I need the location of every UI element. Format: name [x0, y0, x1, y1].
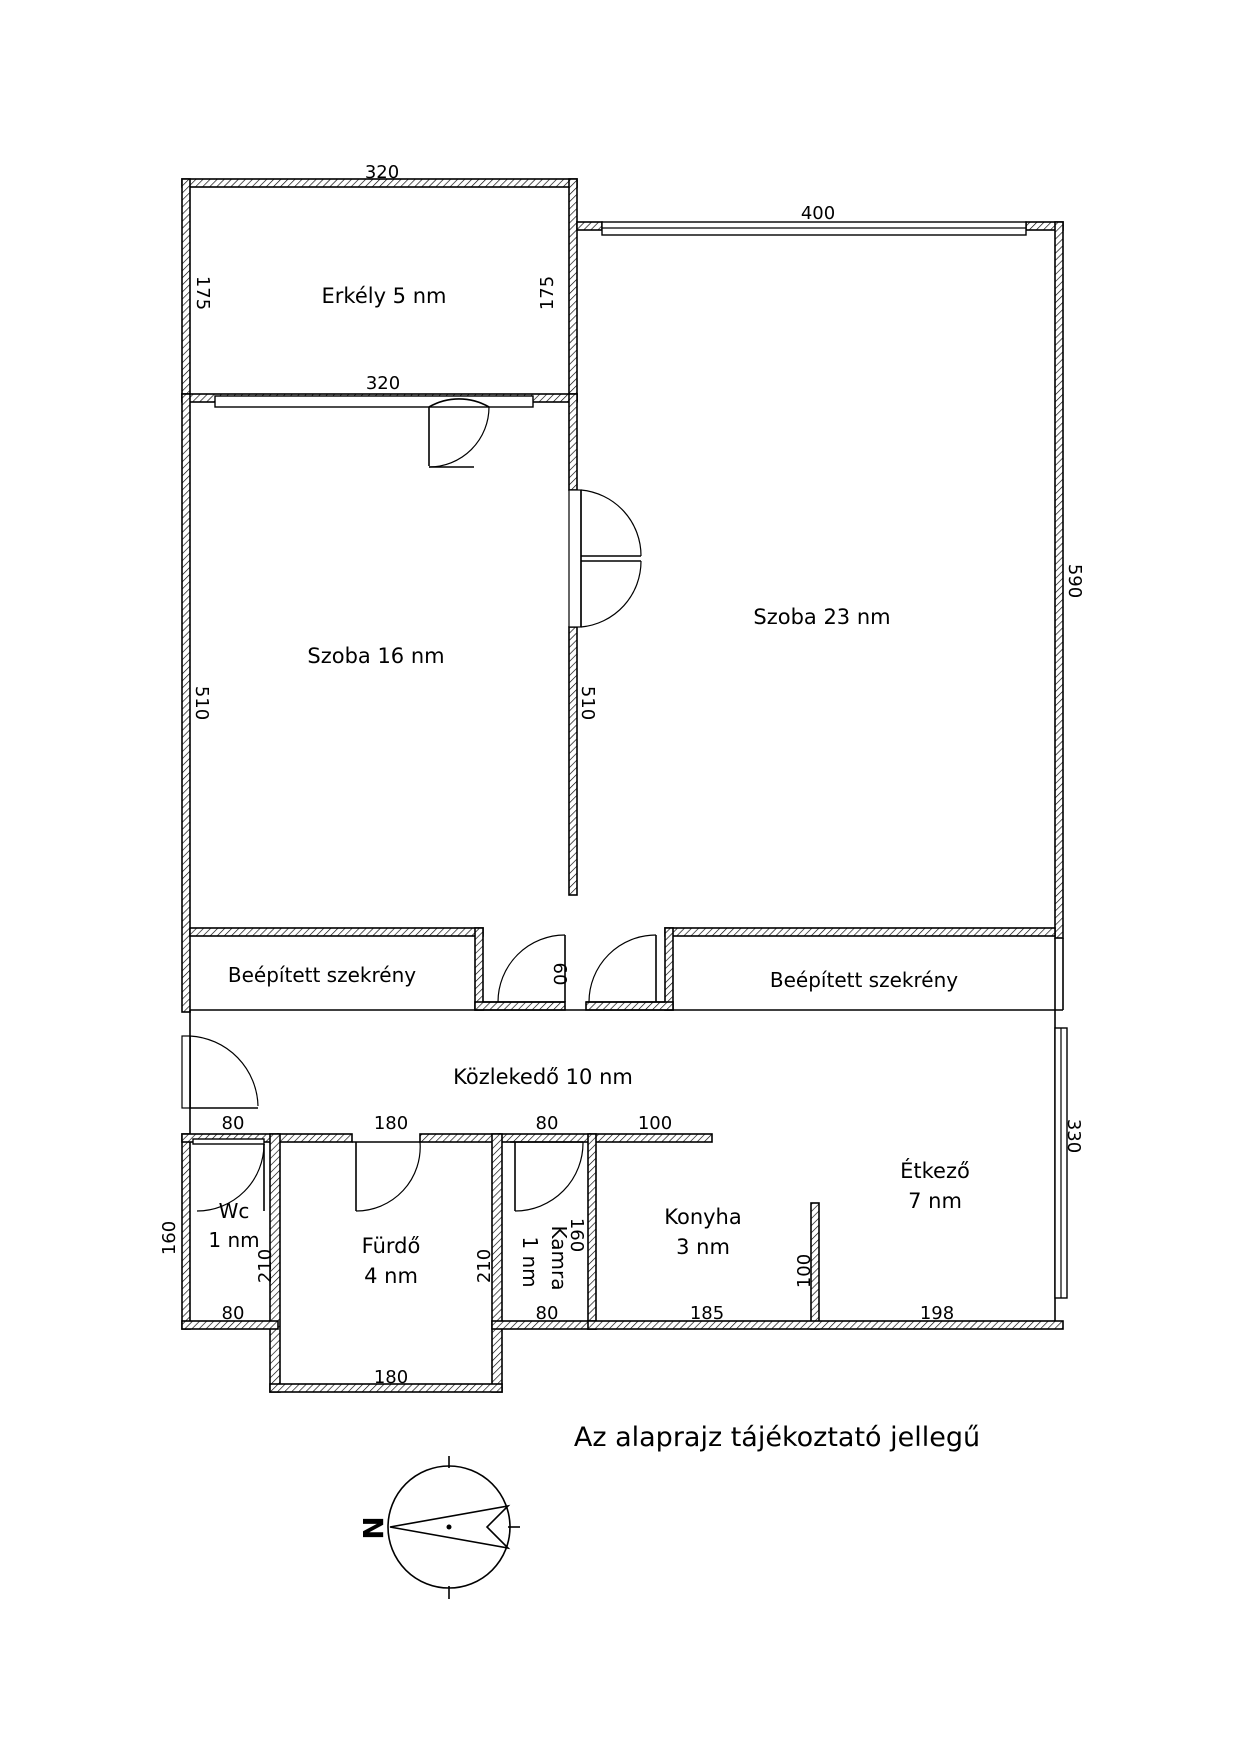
label-wardrobe-left: Beépített szekrény: [228, 963, 416, 987]
balcony-door[interactable]: [428, 398, 490, 468]
balcony-wall-left: [181, 178, 191, 402]
dim-furdo-top: 180: [374, 1113, 408, 1134]
bath-wall-top-left: [277, 1133, 353, 1143]
dim-furdo-right: 210: [474, 1249, 495, 1283]
dim-wc-bottom: 80: [222, 1303, 245, 1324]
doors: [181, 398, 665, 1212]
room23-door[interactable]: [586, 934, 665, 1003]
wardrobe-left-side: [474, 927, 484, 1011]
dim-door-60: 60: [549, 963, 570, 986]
compass-north-letter: N: [357, 1516, 390, 1539]
dim-erkely-left: 175: [192, 276, 213, 310]
bath-wall-bottom: [269, 1383, 503, 1393]
windows: [192, 221, 1068, 1299]
partition-lines: [189, 938, 1064, 1321]
wc-door[interactable]: [196, 1143, 265, 1212]
label-kamra-name: Kamra: [547, 1226, 571, 1291]
balcony-wall-right: [568, 178, 578, 402]
dim-wc-top: 80: [222, 1113, 245, 1134]
double-door-rooms[interactable]: [568, 489, 642, 628]
pantry-door[interactable]: [510, 1141, 584, 1212]
wardrobe-left-bottom: [474, 1001, 566, 1011]
dim-wc-left: 160: [159, 1221, 180, 1255]
label-erkely: Erkély 5 nm: [322, 284, 447, 308]
dim-kamra-right: 160: [566, 1218, 587, 1252]
dim-etkezo-right: 330: [1063, 1119, 1084, 1153]
dim-erkely-bottom: 320: [366, 373, 400, 394]
dim-szoba23-top: 400: [801, 203, 835, 224]
room23-wall-top-left: [576, 221, 603, 231]
label-konyha-name: Konyha: [664, 1205, 742, 1229]
label-wardrobe-right: Beépített szekrény: [770, 968, 958, 992]
party-wall-lower: [568, 626, 578, 896]
label-wc-area: 1 nm: [208, 1228, 259, 1252]
pantry-kitchen-wall: [587, 1133, 597, 1330]
balcony-door-window: [214, 395, 534, 408]
dim-wc-right: 210: [255, 1249, 276, 1283]
dim-kamra-top: 80: [536, 1113, 559, 1134]
outer-wall-left: [181, 393, 191, 1013]
label-wc-name: Wc: [219, 1199, 250, 1223]
dim-konyha-wall: 100: [794, 1254, 815, 1288]
wardrobe-right-side: [664, 927, 674, 1011]
label-szoba23: Szoba 23 nm: [753, 605, 890, 629]
room16-door[interactable]: [483, 934, 566, 1003]
room-labels: Erkély 5 nm Szoba 16 nm Szoba 23 nm Beép…: [208, 284, 969, 1290]
label-etkezo-area: 7 nm: [908, 1189, 962, 1213]
kitchen-dining-wall-bottom: [587, 1320, 1064, 1330]
dimension-labels: 320 320 175 175 400 590 510 510 60 80 18…: [159, 162, 1085, 1388]
label-furdo-name: Fürdő: [362, 1234, 421, 1258]
label-etkezo-name: Étkező: [900, 1158, 970, 1183]
party-wall-upper: [568, 393, 578, 491]
dim-szoba23-right: 590: [1064, 564, 1085, 598]
dim-szoba16-right: 510: [577, 686, 598, 720]
label-kamra-area: 1 nm: [518, 1236, 542, 1287]
dim-konyha-bottom: 185: [690, 1303, 724, 1324]
entrance-door[interactable]: [181, 1035, 259, 1109]
outer-wall-left-lower: [181, 1133, 191, 1330]
wardrobe-left-top: [189, 927, 484, 937]
dim-erkely-right: 175: [537, 276, 558, 310]
wc-wall-bottom: [181, 1320, 279, 1330]
dim-szoba16-left: 510: [191, 686, 212, 720]
dim-erkely-top: 320: [365, 162, 399, 183]
wardrobe-right-bottom: [585, 1001, 674, 1011]
compass-rose: N: [357, 1456, 520, 1599]
label-szoba16: Szoba 16 nm: [307, 644, 444, 668]
label-furdo-area: 4 nm: [364, 1264, 418, 1288]
label-konyha-area: 3 nm: [676, 1235, 730, 1259]
outer-wall-right: [1054, 221, 1064, 939]
dim-furdo-bottom: 180: [374, 1367, 408, 1388]
kitchen-wall-top: [589, 1133, 713, 1143]
dim-etkezo-bottom: 198: [920, 1303, 954, 1324]
compass-needle-icon: [389, 1504, 511, 1550]
bath-wall-top-right: [419, 1133, 501, 1143]
dim-konyha-top: 100: [638, 1113, 672, 1134]
label-kozlekedo: Közlekedő 10 nm: [453, 1065, 633, 1089]
wc-window: [192, 1138, 265, 1145]
wardrobe-right-top: [664, 927, 1056, 937]
pantry-wall-top: [499, 1133, 591, 1143]
disclaimer-note: Az alaprajz tájékoztató jellegű: [574, 1422, 980, 1453]
bath-door[interactable]: [352, 1141, 421, 1212]
dim-kamra-bottom: 80: [536, 1303, 559, 1324]
